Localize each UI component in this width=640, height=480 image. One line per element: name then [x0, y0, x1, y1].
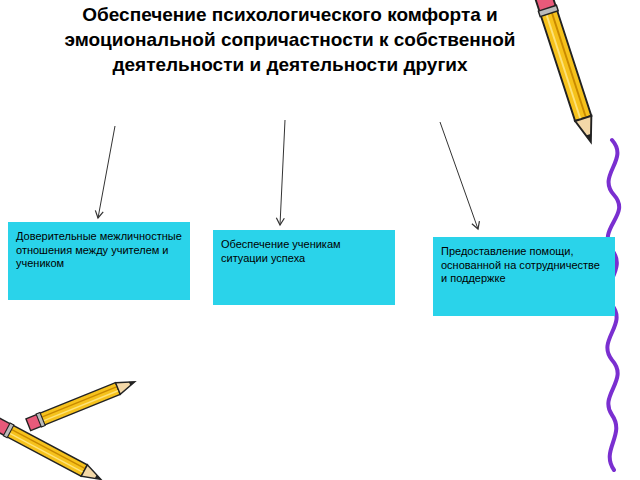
box-text: Предоставление помощи, основанной на сот… — [441, 245, 607, 286]
arrow-lines — [98, 120, 478, 229]
process-box: Доверительные межличностные отношения ме… — [8, 222, 190, 300]
process-box: Предоставление помощи, основанной на сот… — [433, 237, 615, 316]
process-box: Обеспечение ученикам ситуации успеха — [213, 230, 395, 305]
diagram-title: Обеспечение психологического комфорта и … — [40, 2, 540, 77]
box-text: Обеспечение ученикам ситуации успеха — [221, 238, 387, 265]
pencil-top-right — [534, 0, 600, 145]
pencil-bottom-left-1 — [26, 375, 138, 431]
box-text: Доверительные межличностные отношения ме… — [16, 230, 182, 271]
pencil-bottom-left-2 — [0, 418, 104, 480]
